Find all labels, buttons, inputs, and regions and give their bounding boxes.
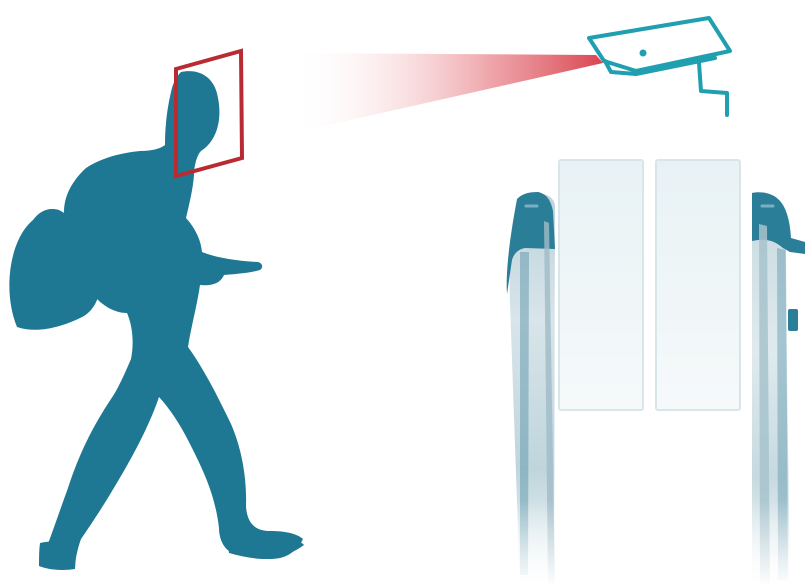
camera-body bbox=[589, 18, 730, 71]
turnstile-reader-right bbox=[788, 309, 798, 331]
walking-person-icon bbox=[9, 71, 304, 570]
camera-mount bbox=[699, 63, 727, 112]
person-silhouette bbox=[39, 71, 303, 570]
person-shoe-back bbox=[39, 542, 75, 570]
scan-beam bbox=[290, 53, 603, 133]
security-camera-icon bbox=[589, 18, 730, 115]
glass-panel-right bbox=[656, 160, 740, 410]
glass-panel-left bbox=[559, 160, 643, 410]
camera-indicator bbox=[640, 50, 647, 57]
ground-fade bbox=[480, 500, 805, 587]
